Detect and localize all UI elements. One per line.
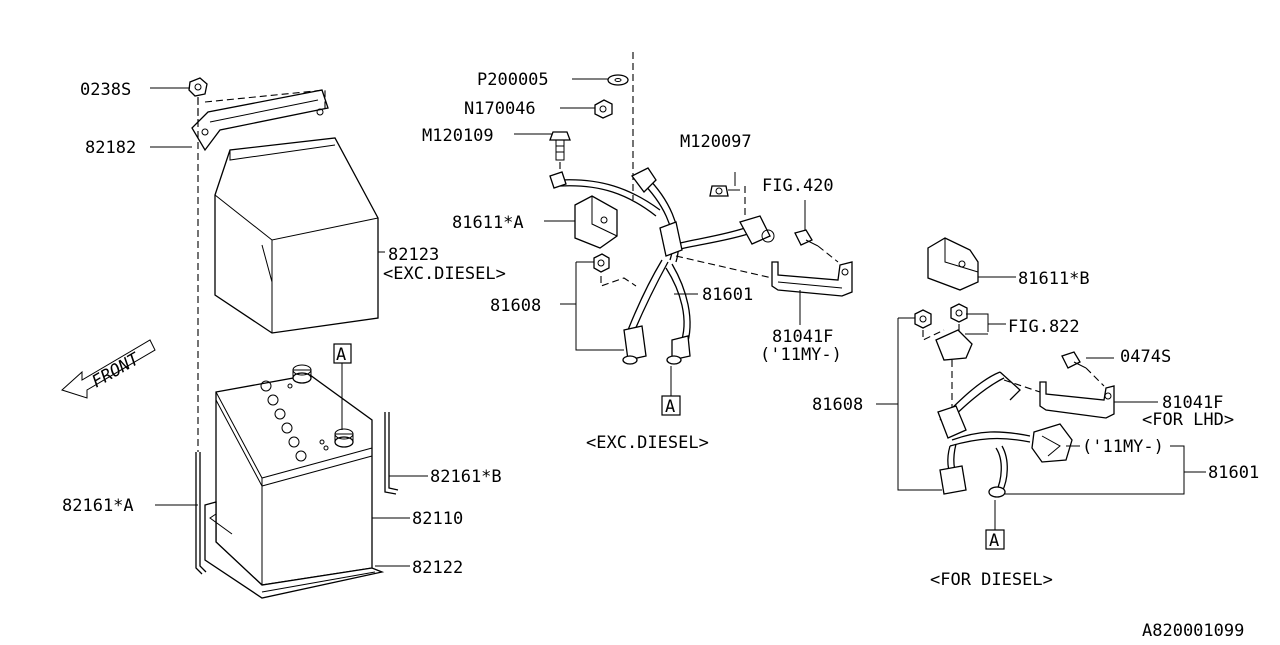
bracket-81041f-left[interactable]	[771, 261, 853, 297]
ref-marker-a-battery: A	[333, 343, 352, 430]
bolt-m120109[interactable]	[549, 131, 571, 161]
leader-fig822	[965, 313, 1006, 335]
battery-tray-82122[interactable]	[204, 501, 385, 599]
label-82123-note: <EXC.DIESEL>	[383, 264, 506, 284]
leader-81608-left	[560, 261, 624, 351]
bolt-m120097[interactable]	[709, 185, 740, 197]
nut-81608-right-b[interactable]	[950, 303, 968, 323]
svg-text:A: A	[336, 345, 346, 365]
bolt-fig420[interactable]	[794, 229, 819, 247]
label-81608-right[interactable]: 81608	[812, 395, 863, 415]
svg-text:A: A	[989, 531, 999, 551]
front-label: FRONT	[89, 349, 145, 393]
ref-marker-a-right: A	[985, 500, 1005, 551]
caption-exc-diesel: <EXC.DIESEL>	[586, 433, 709, 453]
label-11my-right: ('11MY-)	[1082, 437, 1164, 457]
leader-dashed-bracket-right	[1003, 379, 1041, 393]
label-82122[interactable]: 82122	[412, 558, 463, 578]
label-81608-left[interactable]: 81608	[490, 296, 541, 316]
label-fig822[interactable]: FIG.822	[1008, 317, 1080, 337]
leader-dashed-81608-left	[600, 276, 637, 287]
diagram-id: A820001099	[1142, 621, 1244, 640]
nut-n170046[interactable]	[594, 99, 613, 119]
nut-81608-left[interactable]	[593, 253, 610, 273]
label-81601-right[interactable]: 81601	[1208, 463, 1259, 483]
battery-terminal-positive	[334, 428, 354, 448]
rod-82161b[interactable]	[384, 412, 399, 495]
ref-marker-a-left: A	[661, 366, 681, 417]
label-81041f-right[interactable]: 81041F	[1162, 393, 1223, 413]
washer-p200005[interactable]	[607, 74, 629, 86]
leader-dashed-0474s	[1085, 367, 1105, 387]
terminal-cover-81611b[interactable]	[927, 237, 979, 291]
nut-0238s[interactable]	[188, 77, 208, 97]
label-0474s[interactable]: 0474S	[1120, 347, 1171, 367]
label-m120097[interactable]: M120097	[680, 132, 752, 152]
label-p200005[interactable]: P200005	[477, 70, 549, 90]
label-m120109[interactable]: M120109	[422, 126, 494, 146]
label-fig420[interactable]: FIG.420	[762, 176, 834, 196]
label-82182[interactable]: 82182	[85, 138, 136, 158]
battery-terminal-negative	[292, 364, 312, 384]
battery-82110[interactable]	[215, 364, 373, 586]
harness-81601-left[interactable]	[549, 167, 775, 365]
terminal-cover-81611a[interactable]	[574, 195, 618, 249]
leader-dashed-bracket-left	[675, 255, 773, 279]
front-arrow-icon	[61, 339, 156, 399]
label-81041f-left-note: ('11MY-)	[760, 345, 842, 365]
label-81041f-right-note: <FOR LHD>	[1142, 410, 1234, 430]
label-81611b[interactable]: 81611*B	[1018, 269, 1090, 289]
svg-text:A: A	[665, 397, 675, 417]
rod-82161a[interactable]	[195, 452, 207, 575]
label-82161b[interactable]: 82161*B	[430, 467, 502, 487]
label-82161a[interactable]: 82161*A	[62, 496, 134, 516]
caption-for-diesel: <FOR DIESEL>	[930, 570, 1053, 590]
bracket-81041f-right[interactable]	[1039, 381, 1115, 419]
label-0238s[interactable]: 0238S	[80, 80, 131, 100]
leader-81608-right	[876, 317, 942, 491]
label-81601-left[interactable]: 81601	[702, 285, 753, 305]
label-81611a[interactable]: 81611*A	[452, 213, 524, 233]
label-n170046[interactable]: N170046	[464, 99, 536, 119]
bolt-0474s[interactable]	[1061, 351, 1087, 369]
harness-81601-right[interactable]	[935, 329, 1073, 498]
label-81041f-left[interactable]: 81041F	[772, 327, 833, 347]
battery-vent-caps	[260, 380, 307, 462]
leader-81601-right	[1004, 445, 1206, 495]
battery-cover-82123[interactable]	[214, 137, 379, 334]
label-82110[interactable]: 82110	[412, 509, 463, 529]
label-82123[interactable]: 82123	[388, 245, 439, 265]
hold-down-clamp-82182[interactable]	[191, 89, 329, 152]
leader-dashed-fig420	[817, 245, 839, 263]
nut-81608-right-a[interactable]	[914, 309, 932, 329]
